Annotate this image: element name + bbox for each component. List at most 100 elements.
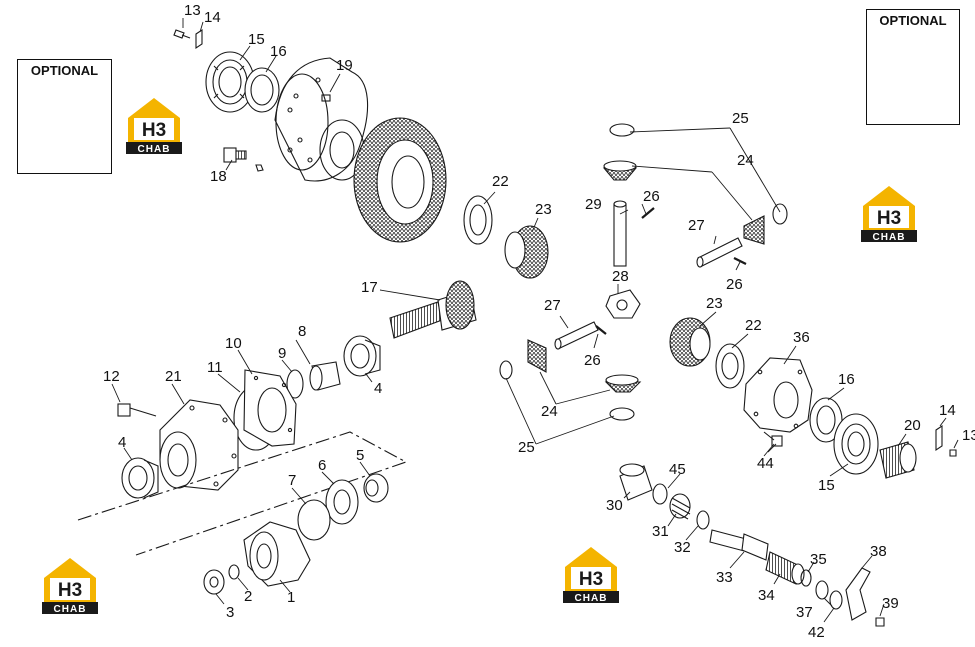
callout-15: 15 (818, 477, 835, 494)
callout-1: 1 (287, 589, 295, 606)
ring-gear-17 (353, 117, 447, 243)
callout-24: 24 (541, 403, 558, 420)
bolt-18 (223, 147, 264, 172)
thrust-washer-22-upper (463, 195, 493, 245)
shift-shaft-33 (709, 529, 769, 561)
callout-14: 14 (939, 402, 956, 419)
bearing-cone-4-lower (121, 457, 159, 499)
snap-ring-35 (800, 569, 812, 587)
callout-19: 19 (336, 57, 353, 74)
callout-26: 26 (643, 188, 660, 205)
seal-6 (325, 479, 359, 525)
callout-28: 28 (612, 268, 629, 285)
callout-36: 36 (793, 329, 810, 346)
svg-text:H3: H3 (877, 208, 901, 229)
callout-11: 11 (207, 359, 223, 376)
callout-3: 3 (226, 604, 234, 621)
callout-7: 7 (288, 472, 296, 489)
pinion-gear-24-bottom (604, 374, 642, 393)
callout-26: 26 (584, 352, 601, 369)
svg-text:CHAB: CHAB (138, 144, 171, 155)
callout-30: 30 (606, 497, 623, 514)
callout-29: 29 (585, 196, 602, 213)
nut-5 (363, 473, 389, 503)
callout-32: 32 (674, 539, 691, 556)
shim-9 (286, 369, 304, 399)
lock-plate-14 (195, 28, 203, 50)
pin-27-left (554, 321, 599, 350)
pin-26-top (641, 207, 655, 219)
cross-shaft-29 (613, 200, 627, 267)
callout-33: 33 (716, 569, 733, 586)
callout-15: 15 (248, 31, 265, 48)
o-ring-45 (652, 483, 668, 505)
pinion-shaft-17 (389, 280, 477, 339)
washer-37 (815, 580, 829, 600)
side-gear-23-upper (504, 225, 549, 279)
snap-ring-42 (829, 590, 843, 610)
bolt-13-right (949, 449, 957, 457)
thrust-washer-25-left (499, 360, 513, 380)
bearing-cone-15 (205, 51, 255, 113)
callout-22: 22 (745, 317, 762, 334)
shift-fork-38 (845, 567, 871, 621)
bolt-13 (173, 29, 191, 39)
callout-45: 45 (669, 461, 686, 478)
callout-26: 26 (726, 276, 743, 293)
svg-text:H3: H3 (58, 580, 82, 601)
o-ring-2 (228, 564, 240, 580)
thrust-washer-25-bottom (609, 407, 635, 421)
svg-text:CHAB: CHAB (575, 593, 608, 604)
bolt-12 (117, 403, 157, 417)
thrust-washer-25-right (772, 203, 788, 225)
lock-plate-14-right (935, 424, 943, 452)
callout-25: 25 (518, 439, 535, 456)
spider-28 (605, 289, 641, 319)
adjuster-ring-20 (879, 441, 917, 479)
callout-25: 25 (732, 110, 749, 127)
washer-7 (297, 499, 331, 541)
callout-13: 13 (184, 2, 201, 19)
spacer-8 (309, 361, 341, 391)
optional-box-left: OPTIONAL (17, 59, 112, 174)
callout-8: 8 (298, 323, 306, 340)
callout-34: 34 (758, 587, 775, 604)
pinion-gear-24-top (602, 160, 638, 181)
pinion-housing-21 (159, 399, 239, 491)
side-gear-23-lower (669, 317, 711, 367)
callout-2: 2 (244, 588, 252, 605)
pin-26-left (595, 325, 607, 335)
callout-18: 18 (210, 168, 227, 185)
callout-37: 37 (796, 604, 813, 621)
callout-23: 23 (706, 295, 723, 312)
pin-27-right (696, 237, 743, 268)
callout-27: 27 (688, 217, 705, 234)
callout-6: 6 (318, 457, 326, 474)
thrust-washer-22-lower (715, 343, 745, 389)
callout-39: 39 (882, 595, 899, 612)
callout-27: 27 (544, 297, 561, 314)
callout-12: 12 (103, 368, 120, 385)
callout-38: 38 (870, 543, 887, 560)
callout-4: 4 (118, 434, 126, 451)
pin-26-right (733, 257, 747, 265)
callout-35: 35 (810, 551, 827, 568)
callout-14: 14 (204, 9, 221, 26)
nut-3 (203, 569, 225, 595)
bearing-cup-16-right (809, 397, 843, 443)
callout-44: 44 (757, 455, 774, 472)
svg-text:CHAB: CHAB (54, 604, 87, 615)
bolt-39 (875, 617, 885, 627)
bolt-44 (763, 431, 783, 447)
spring-31 (669, 493, 691, 520)
callout-4: 4 (374, 380, 382, 397)
sleeve-30 (619, 463, 653, 501)
bearing-cone-4-upper (343, 335, 381, 377)
pinion-gear-24-left (527, 339, 547, 373)
callout-10: 10 (225, 335, 242, 352)
callout-9: 9 (278, 345, 286, 362)
